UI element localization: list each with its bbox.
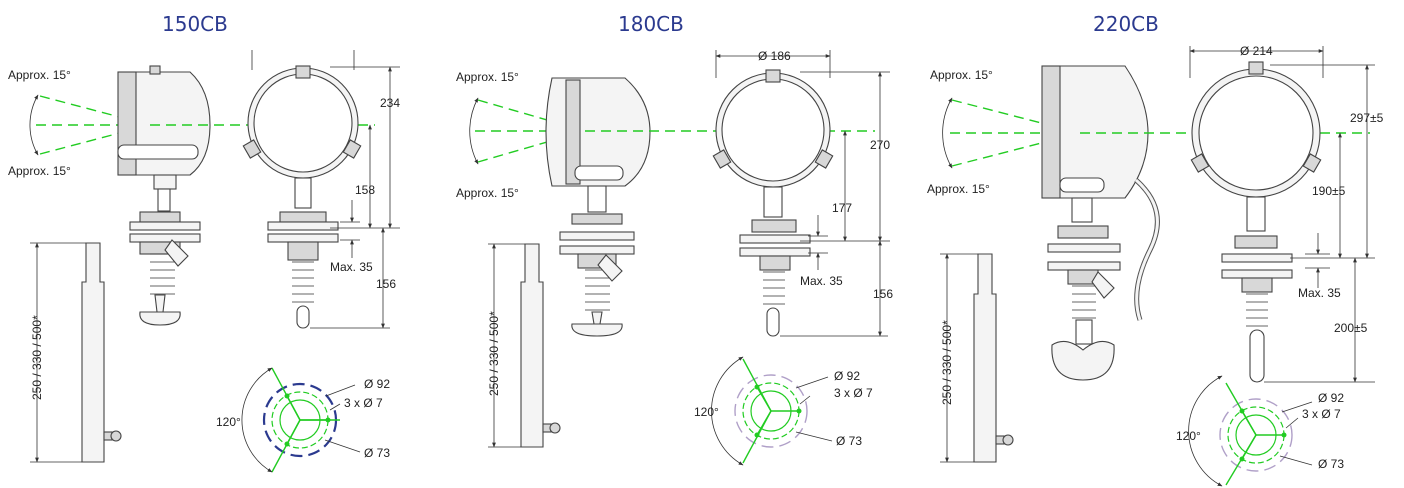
model-title: 220CB [1093,12,1159,36]
shaft-length-label: 250 / 330 / 500* [487,311,501,396]
outer-dia-label: Ø 92 [1318,391,1344,405]
model-180cb: 180CB Approx. 15° Approx. 15° [456,12,893,466]
beam-angle-indicator [29,94,151,156]
height-total-label: 270 [870,138,890,152]
holes-label: 3 x Ø 7 [834,386,873,400]
flange-drawing [711,356,833,466]
shaft-length-label: 250 / 330 / 500* [940,320,954,405]
approx-upper-label: Approx. 15° [456,70,519,84]
angle-label: 120° [216,415,241,429]
model-title: 180CB [618,12,684,36]
outer-dia-label: Ø 92 [364,377,390,391]
flange-drawing [241,367,361,473]
inner-dia-label: Ø 73 [1318,457,1344,471]
side-view-lamp [117,65,211,326]
height-dimensions [780,71,890,337]
front-view-lamp [242,65,362,329]
model-220cb: 220CB Approx. 15° Approx. 15° [927,12,1384,487]
angle-label: 120° [694,405,719,419]
max-mount-label: Max. 35 [330,260,373,274]
below-mount-label: 156 [376,277,396,291]
approx-lower-label: Approx. 15° [927,182,990,196]
inner-dia-label: Ø 73 [364,446,390,460]
height-to-mount-label: 177 [832,201,852,215]
height-total-label: 297±5 [1350,111,1384,125]
approx-lower-label: Approx. 15° [8,164,71,178]
model-title: 150CB [162,12,228,36]
beam-angle-indicator [942,97,1081,169]
shaft-drawing [488,243,561,448]
outer-dia-label: Ø 92 [834,369,860,383]
side-view-lamp [1041,65,1160,381]
front-view-lamp [1190,61,1322,383]
diameter-label: Ø 214 [1240,44,1273,58]
height-to-mount-label: 158 [355,183,375,197]
height-dimensions [310,66,400,329]
height-dimensions [1264,64,1375,383]
front-view-lamp [712,69,834,337]
diameter-label: Ø 186 [758,49,791,63]
shaft-drawing [940,253,1014,463]
beam-angle-indicator [469,97,586,165]
approx-lower-label: Approx. 15° [456,186,519,200]
height-to-mount-label: 190±5 [1312,184,1346,198]
angle-label: 120° [1176,429,1201,443]
shaft-length-label: 250 / 330 / 500* [30,315,44,400]
approx-upper-label: Approx. 15° [8,68,71,82]
holes-label: 3 x Ø 7 [1302,407,1341,421]
model-150cb: 150CB Approx. 15° Approx. 15° [8,12,400,473]
height-total-label: 234 [380,96,400,110]
below-mount-label: 200±5 [1334,321,1368,335]
approx-upper-label: Approx. 15° [930,68,993,82]
holes-label: 3 x Ø 7 [344,396,383,410]
shaft-drawing [30,242,122,463]
below-mount-label: 156 [873,287,893,301]
inner-dia-label: Ø 73 [836,434,862,448]
max-mount-label: Max. 35 [1298,286,1341,300]
flange-drawing [1188,375,1313,487]
max-mount-label: Max. 35 [800,274,843,288]
side-view-lamp [545,77,651,337]
